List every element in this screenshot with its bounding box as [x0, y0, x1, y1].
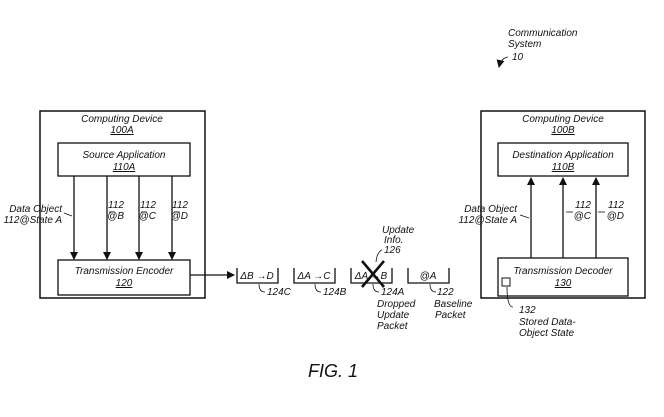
diagram-line — [350, 268, 393, 284]
diagram-label: 112 — [608, 200, 624, 211]
system-label: Communication System 10 — [496, 28, 578, 68]
diagram-label: 112@State A — [458, 215, 517, 226]
diagram-label: Computing Device — [522, 114, 604, 125]
diagram-label: 110A — [113, 162, 136, 173]
figure-label: FIG. 1 — [308, 361, 358, 381]
packet-124c: ΔB →D 124C — [236, 268, 292, 298]
diagram-label: 124B — [323, 287, 347, 298]
diagram-label: Data Object — [464, 204, 518, 215]
packet-124a-dropped: ΔA →B Update Info. 126 124A Dropped Upda… — [350, 225, 416, 332]
transmission-encoder-box: Transmission Encoder 120 — [57, 259, 191, 296]
diagram-label: @A — [420, 271, 437, 282]
diagram-label: @B — [107, 211, 124, 222]
diagram-label: Dropped — [377, 299, 416, 310]
diagram-label: ΔB →D — [239, 271, 273, 282]
stored-state-square — [501, 277, 511, 287]
diagram-line — [372, 283, 380, 293]
destination-application-box: Destination Application 110B — [497, 142, 629, 177]
diagram-label: Data Object — [9, 204, 63, 215]
diagram-label: Baseline — [434, 299, 473, 310]
diagram-line — [497, 257, 629, 297]
diagram-label: Transmission Encoder — [75, 266, 174, 277]
diagram-line — [236, 268, 279, 284]
diagram-label: Communication — [508, 28, 578, 39]
packet-122-baseline: @A 122 Baseline Packet — [407, 268, 473, 321]
packet-124b: ΔA →C 124B — [293, 268, 347, 298]
diagram-label: Source Application — [82, 150, 165, 161]
diagram-label: 120 — [116, 278, 133, 289]
diagram-label: Packet — [377, 321, 409, 332]
diagram-label: 10 — [512, 52, 524, 63]
diagram-label: Transmission Decoder — [513, 266, 613, 277]
diagram-label: System — [508, 39, 541, 50]
diagram-label: 112 — [575, 200, 591, 211]
diagram-line — [39, 110, 206, 299]
diagram-label: @D — [607, 211, 624, 222]
diagram-label: 124A — [381, 287, 405, 298]
diagram-line — [519, 214, 530, 219]
diagram-label: 112@State A — [3, 215, 62, 226]
diagram-label: 124C — [267, 287, 292, 298]
diagram-label: 126 — [384, 245, 401, 256]
diagram-line — [258, 283, 266, 293]
source-application-box: Source Application 110A — [57, 142, 191, 177]
diagram-label: Computing Device — [81, 114, 163, 125]
diagram-line — [375, 249, 383, 263]
transmission-decoder-box: Transmission Decoder 130 — [497, 257, 629, 297]
diagram-label: 112 — [108, 200, 124, 211]
diagram-line — [57, 142, 191, 177]
diagram-label: Object State — [519, 328, 574, 339]
diagram-label: @D — [171, 211, 188, 222]
system-pointer-arrow — [496, 56, 509, 68]
diagram-line — [57, 259, 191, 296]
diagram-line — [480, 110, 646, 299]
diagram-label: 110B — [552, 162, 575, 173]
diagram-label: Packet — [435, 310, 467, 321]
diagram-label: Update — [382, 225, 415, 236]
diagram-line — [63, 212, 73, 217]
diagram-line — [407, 268, 450, 284]
diagram-line — [293, 268, 336, 284]
diagram-label: 122 — [437, 287, 454, 298]
diagram-label: @C — [139, 211, 157, 222]
diagram-line — [497, 142, 629, 177]
diagram-label: ΔA →C — [296, 271, 331, 282]
diagram-label: 100B — [551, 125, 575, 136]
dest-computing-device: Computing Device 100B Destination Applic… — [458, 110, 646, 339]
diagram-line — [429, 283, 437, 293]
diagram-label: Stored Data- — [519, 317, 576, 328]
diagram-label: Info. — [384, 235, 403, 246]
diagram-label: 112 — [140, 200, 156, 211]
diagram-label: 100A — [110, 125, 134, 136]
diagram-line — [506, 286, 514, 308]
dropped-x-mark — [361, 260, 385, 288]
diagram-line — [314, 283, 322, 293]
diagram-label: @C — [574, 211, 592, 222]
source-computing-device: Computing Device 100A Source Application… — [3, 110, 206, 299]
diagram-label: 130 — [555, 278, 572, 289]
diagram-label: 132 — [519, 305, 536, 316]
diagram-label: 112 — [172, 200, 188, 211]
diagram-label: Destination Application — [512, 150, 614, 161]
diagram-label: Update — [377, 310, 410, 321]
